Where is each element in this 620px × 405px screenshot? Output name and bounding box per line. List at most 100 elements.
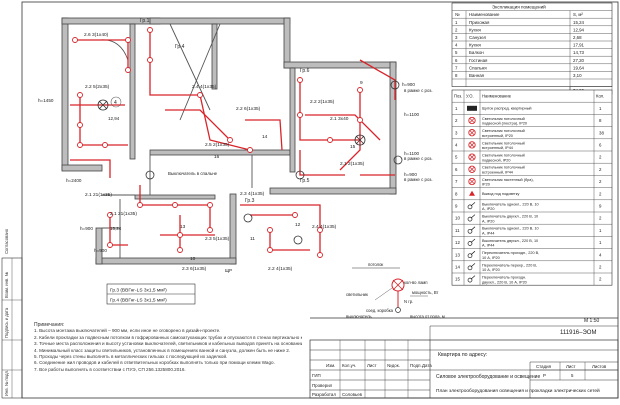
svg-text:2.1 21(1х35): 2.1 21(1х35)	[85, 192, 112, 198]
room-area-12: 12,94	[108, 116, 120, 121]
side-label-agreed: Согласовано	[4, 228, 9, 254]
title-block: 111916–ЭОМ Квартира по адресу: Изм. Кол.…	[309, 325, 619, 399]
legend-name: Светильник настенный (бра),	[482, 178, 534, 182]
svg-text:h=1100: h=1100	[404, 112, 420, 117]
side-label-replace: Взам. инв. №	[4, 272, 9, 298]
legend-position: 8	[455, 191, 458, 196]
svg-text:h=2400: h=2400	[66, 178, 82, 183]
legend-name: А, IP44	[482, 232, 494, 236]
room-group-5: Гр.5	[300, 178, 310, 184]
explication-cell: 2	[455, 27, 458, 32]
stamp-col-izm: Изм.	[326, 363, 335, 368]
legend-name: Светильник потолочный	[482, 154, 525, 158]
svg-text:соед. коробка: соед. коробка	[366, 308, 394, 313]
stamp-col-sign: Подп.	[410, 363, 422, 368]
stamp-name-dev: Соловьев	[342, 392, 363, 397]
legend-column-header: Наименование	[482, 94, 512, 99]
svg-text:Гр.4 (ВВГнг-LS 3х1,5 мм²): Гр.4 (ВВГнг-LS 3х1,5 мм²)	[110, 298, 167, 304]
stage-value: Р	[543, 373, 546, 378]
scale-label: М 1:50	[584, 318, 600, 324]
legend-quantity: 1	[599, 240, 602, 245]
svg-text:мощность, Вт: мощность, Вт	[412, 290, 438, 295]
explication-cell: Гостиная	[469, 58, 488, 63]
svg-text:в рамке с роз.: в рамке с роз.	[404, 88, 433, 93]
svg-text:Выключатель в спальне: Выключатель в спальне	[168, 171, 218, 176]
svg-text:h=900: h=900	[402, 82, 415, 87]
legend-position: 13	[455, 252, 460, 257]
room-group-1: Гр.1	[140, 18, 150, 24]
legend-name: встроенный, IP44	[482, 171, 513, 175]
explication-cell: 1	[455, 20, 458, 25]
legend-position: 11	[455, 228, 460, 233]
svg-text:потолок: потолок	[368, 262, 383, 267]
legend-name: встроенный, IP44	[482, 146, 513, 150]
explication-title: Экспликация помещений	[492, 4, 546, 10]
svg-text:светильник: светильник	[346, 292, 368, 297]
stamp-role-check: Проверил	[312, 383, 333, 388]
legend-name: Светильник потолочный	[482, 129, 525, 133]
svg-text:2.2 4(1х35): 2.2 4(1х35)	[268, 266, 293, 272]
legend-position: 6	[455, 167, 458, 172]
legend-position: 5	[455, 155, 458, 160]
explication-cell: 7	[455, 65, 458, 70]
legend-position: 7	[455, 179, 458, 184]
note-line: 4. Минимальный класс защиты светильников…	[34, 347, 291, 353]
sheet-header: Лист	[566, 364, 576, 369]
legend-name: Вывод под подсветку	[482, 192, 519, 196]
legend-name: 10 А, IP20	[482, 268, 500, 272]
explication-cell: Спальня	[469, 65, 487, 70]
explication-cell: 3	[455, 35, 458, 40]
side-label-inv: Инв. № подл.	[4, 370, 9, 396]
svg-text:2.2 2(1х35): 2.2 2(1х35)	[310, 99, 335, 105]
svg-text:кол-во ламп: кол-во ламп	[404, 280, 428, 285]
note-line: 5. Проходы через стены выполнять в метал…	[34, 354, 228, 360]
svg-text:2.5 2(1х35): 2.5 2(1х35)	[205, 142, 230, 148]
svg-text:высота от пола, м: высота от пола, м	[410, 314, 445, 319]
plan-notes: Выключатель в спальне в рамке с роз. в р…	[168, 88, 433, 273]
explication-cell: 2,68	[573, 35, 582, 40]
plan-title: План электрооборудования освещения и про…	[436, 387, 600, 394]
doc-code: 111916–ЭОМ	[560, 330, 596, 336]
svg-text:10: 10	[190, 256, 196, 262]
legend-quantity: 2	[599, 167, 602, 172]
legend-name: Выключатель двухкл., 220 В, 10	[482, 239, 538, 243]
legend-quantity: 2	[599, 191, 602, 196]
legend-position: 2	[455, 118, 458, 123]
legend-name: подвесной, IP20	[482, 158, 511, 162]
svg-text:2.3 5(1х35): 2.3 5(1х35)	[205, 236, 230, 242]
explication-cell: 8	[455, 73, 458, 78]
notes-title: Примечания:	[34, 322, 65, 328]
legend-position: 3	[455, 130, 458, 135]
svg-text:2.4 4(1х35): 2.4 4(1х35)	[192, 84, 217, 90]
svg-text:2.1 3х40: 2.1 3х40	[330, 116, 349, 122]
legend-quantity: 8	[599, 118, 602, 123]
position-numbers: 16 15 14 13 12 11 10 9	[180, 80, 363, 262]
note-line: 7. Все работы выполнять в соответствии с…	[34, 366, 186, 372]
legend-position: 9	[455, 204, 458, 209]
legend-position: 4	[455, 143, 458, 148]
svg-text:2.6 3(1х40): 2.6 3(1х40)	[84, 32, 109, 38]
notes-block: Примечания: 1. Высота монтажа выключател…	[34, 322, 302, 373]
room-group-4: Гр.4	[175, 44, 185, 50]
legend-name: Переключатель проходн., 220 В,	[482, 251, 539, 255]
explication-cell: 14,73	[573, 50, 585, 55]
stamp-col-doc: №док.	[387, 363, 400, 368]
legend-name: Светильник потолочный	[482, 141, 525, 145]
explication-cell: 6	[455, 58, 458, 63]
stamp-role-gip: ГИП	[312, 373, 321, 378]
legend-name: IP20	[482, 183, 490, 187]
fixtures	[72, 27, 363, 258]
sheet-title-1: Силовое электрооборудование и освещение	[436, 374, 540, 380]
svg-text:h=900: h=900	[94, 248, 107, 253]
svg-text:в рамке с роз.: в рамке с роз.	[404, 177, 433, 182]
svg-text:11: 11	[250, 236, 255, 242]
legend-quantity: 6	[599, 143, 602, 148]
groups-table: Гр.3 (ВВГнг-LS 3х1,5 мм²) Гр.4 (ВВГнг-LS…	[106, 283, 196, 305]
legend-position: 1	[455, 106, 458, 111]
svg-text:9: 9	[360, 80, 363, 86]
svg-text:12: 12	[295, 222, 301, 228]
legend-column-header: Поз.	[454, 94, 462, 99]
